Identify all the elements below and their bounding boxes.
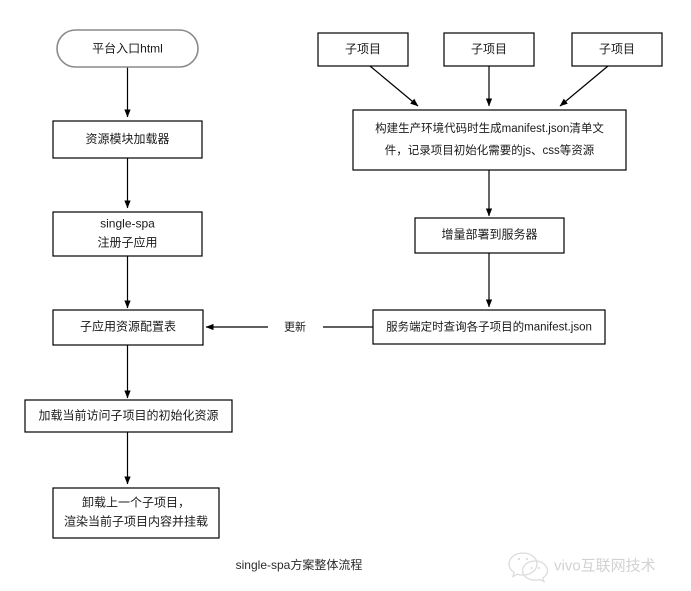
wechat-logo-back-bubble bbox=[508, 552, 538, 578]
wechat-logo-front-bubble bbox=[521, 560, 549, 583]
node-sub-project-1-label: 子项目 bbox=[345, 42, 381, 56]
node-build-manifest[interactable]: 构建生产环境代码时生成manifest.json清单文 件，记录项目初始化需要的… bbox=[352, 109, 627, 171]
node-sub-project-3-shape bbox=[571, 32, 663, 67]
watermark: vivo互联网技术 bbox=[508, 552, 656, 583]
node-server-poll-shape bbox=[372, 309, 606, 345]
node-sub-app-config[interactable]: 子应用资源配置表 bbox=[52, 309, 204, 346]
node-build-manifest-label-line2: 件，记录项目初始化需要的js、css等资源 bbox=[385, 143, 595, 157]
node-deploy-server[interactable]: 增量部署到服务器 bbox=[414, 217, 565, 254]
node-server-poll[interactable]: 服务端定时查询各子项目的manifest.json bbox=[372, 309, 606, 345]
node-sub-project-3-label: 子项目 bbox=[599, 42, 635, 56]
node-unmount-render-label-line1: 卸载上一个子项目， bbox=[82, 495, 190, 510]
node-sub-app-config-label: 子应用资源配置表 bbox=[80, 319, 176, 334]
watermark-label: vivo互联网技术 bbox=[554, 557, 656, 574]
wechat-logo-icon bbox=[508, 552, 549, 583]
wechat-logo-eye-4 bbox=[538, 567, 540, 569]
node-single-spa-register-shape bbox=[52, 211, 203, 257]
node-load-init-resource[interactable]: 加载当前访问子项目的初始化资源 bbox=[24, 399, 233, 433]
node-entry-html-label: 平台入口html bbox=[92, 41, 163, 56]
node-entry-html[interactable]: 平台入口html bbox=[56, 29, 199, 68]
wechat-logo-eye-2 bbox=[525, 557, 529, 561]
diagram-caption: single-spa方案整体流程 bbox=[236, 557, 363, 572]
wechat-logo-eye-3 bbox=[530, 567, 533, 569]
node-build-manifest-label-line1: 构建生产环境代码时生成manifest.json清单文 bbox=[375, 121, 604, 135]
node-resource-loader-label: 资源模块加载器 bbox=[85, 132, 169, 146]
node-resource-loader[interactable]: 资源模块加载器 bbox=[52, 120, 203, 159]
edge-label-update: 更新 bbox=[284, 319, 306, 333]
node-single-spa-register-label-line1: single-spa bbox=[100, 217, 155, 231]
node-sub-project-1-shape bbox=[317, 32, 409, 67]
node-load-init-resource-label: 加载当前访问子项目的初始化资源 bbox=[38, 408, 218, 423]
edge-sub3-to-manifest bbox=[559, 65, 609, 107]
node-deploy-server-label: 增量部署到服务器 bbox=[441, 227, 537, 242]
node-resource-loader-shape bbox=[52, 120, 203, 159]
node-sub-app-config-shape bbox=[52, 309, 204, 346]
node-sub-project-2-label: 子项目 bbox=[471, 42, 507, 56]
node-sub-project-2[interactable]: 子项目 bbox=[443, 32, 535, 67]
node-entry-html-shape bbox=[56, 29, 199, 68]
node-deploy-server-shape bbox=[414, 217, 565, 254]
node-single-spa-register-label-line2: 注册子应用 bbox=[97, 235, 157, 250]
wechat-logo-eye-1 bbox=[517, 557, 521, 561]
node-sub-project-1[interactable]: 子项目 bbox=[317, 32, 409, 67]
node-unmount-render[interactable]: 卸载上一个子项目， 渲染当前子项目内容并挂载 bbox=[52, 487, 220, 539]
node-server-poll-label: 服务端定时查询各子项目的manifest.json bbox=[386, 320, 592, 334]
node-unmount-render-label-line2: 渲染当前子项目内容并挂载 bbox=[64, 514, 208, 529]
node-load-init-resource-shape bbox=[24, 399, 233, 433]
node-unmount-render-shape bbox=[52, 487, 220, 539]
node-sub-project-2-shape bbox=[443, 32, 535, 67]
node-sub-project-3[interactable]: 子项目 bbox=[571, 32, 663, 67]
node-build-manifest-shape bbox=[352, 109, 627, 171]
edge-sub1-to-manifest bbox=[369, 65, 419, 107]
node-single-spa-register[interactable]: single-spa 注册子应用 bbox=[52, 211, 203, 257]
